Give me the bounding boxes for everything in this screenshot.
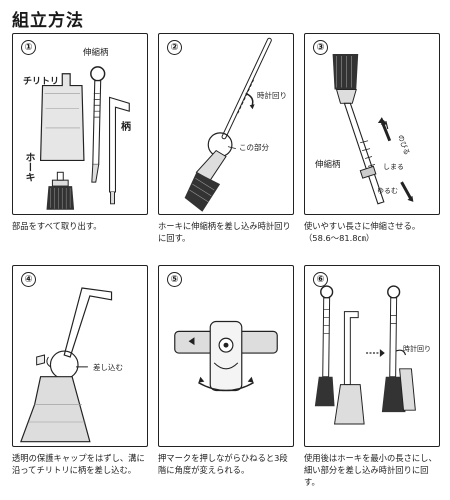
step-2-number: ② — [167, 40, 182, 55]
step-1-handle-label: 柄 — [121, 122, 131, 133]
step-3-loosen-label: ゆるむ — [377, 187, 398, 195]
step-3-number: ③ — [313, 40, 328, 55]
page-title: 組立方法 — [12, 11, 84, 31]
step-3-panel: ③ のびる 伸縮柄 しまる ゆるむ — [304, 33, 440, 215]
step-2-illustration — [184, 37, 272, 212]
step-3-telescopic-label: 伸縮柄 — [315, 160, 341, 170]
step-4-insert-label: 差し込む — [93, 363, 123, 372]
step-3-caption: 使いやすい長さに伸縮させる。（58.6〜81.8㎝） — [304, 221, 421, 243]
step-4-panel: ④ 差し込む — [12, 265, 148, 447]
step-4-number: ④ — [21, 272, 36, 287]
step-2-panel: ② 時計回り この部分 — [158, 33, 294, 215]
step-3-tighten-label: しまる — [383, 163, 404, 171]
step-5-caption: 押マークを押しながらひねると3段階に角度が変えられる。 — [158, 453, 288, 475]
step-1-dustpan-label: チリトリ — [23, 77, 60, 87]
step-1-broom-label: ホーキ — [23, 152, 34, 182]
assembly-steps-grid: ① 伸縮柄 チリトリ 柄 ホーキ ② 時計回り この部分 — [12, 33, 440, 493]
step-5-illustration — [174, 320, 278, 392]
step-6-illustration — [314, 285, 416, 425]
step-1-telescopic-label: 伸縮柄 — [83, 48, 109, 58]
step-2-this-part-label: この部分 — [239, 143, 269, 152]
step-2-clockwise-label: 時計回り — [257, 91, 287, 100]
step-1-panel: ① 伸縮柄 チリトリ 柄 ホーキ — [12, 33, 148, 215]
step-5-panel: ⑤ — [158, 265, 294, 447]
step-3-illustration — [332, 54, 414, 205]
step-6-caption: 使用後はホーキを最小の長さにし、細い部分を差し込み時計回りに回す。 — [304, 453, 437, 487]
step-1-caption: 部品をすべて取り出す。 — [12, 221, 102, 231]
step-5-number: ⑤ — [167, 272, 182, 287]
step-4-illustration — [20, 287, 113, 443]
step-2-caption: ホーキに伸縮柄を差し込み時計回りに回す。 — [158, 221, 291, 243]
step-6-number: ⑥ — [313, 272, 328, 287]
step-6-clockwise-label: 時計回り — [403, 345, 431, 353]
step-1-illustration — [39, 66, 130, 210]
step-1-number: ① — [21, 40, 36, 55]
step-4-caption: 透明の保護キャップをはずし、溝に沿ってチリトリに柄を差し込む。 — [12, 453, 145, 475]
step-6-panel: ⑥ 時計回り — [304, 265, 440, 447]
